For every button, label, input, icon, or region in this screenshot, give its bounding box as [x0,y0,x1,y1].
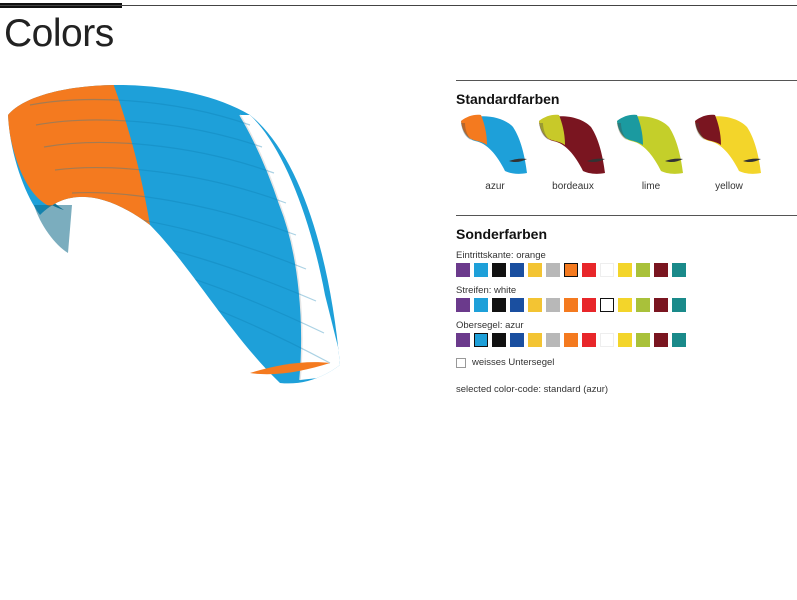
standard-color-label: bordeaux [552,181,594,192]
glider-thumbnail-yellow [695,114,761,174]
standard-color-option-bordeaux[interactable]: bordeaux [534,113,612,192]
page-title: Colors [4,12,114,55]
color-swatch[interactable] [618,298,632,312]
special-row-label: Streifen: white [456,285,517,296]
color-swatch-row [456,263,797,277]
color-swatch[interactable] [474,333,488,347]
color-swatch[interactable] [456,263,470,277]
paraglider-preview [8,84,340,384]
white-underside-option[interactable]: weisses Untersegel [456,357,797,368]
white-underside-checkbox[interactable] [456,357,466,368]
color-swatch[interactable] [564,298,578,312]
color-swatch[interactable] [456,333,470,347]
wing-brake-accent [250,362,330,375]
standard-colors-heading: Standardfarben [456,91,560,107]
color-swatch[interactable] [546,263,560,277]
color-swatch[interactable] [546,298,560,312]
color-swatch[interactable] [510,298,524,312]
color-swatch-row [456,333,797,347]
color-swatch[interactable] [636,298,650,312]
color-swatch[interactable] [474,298,488,312]
special-colors-heading: Sonderfarben [456,226,548,242]
color-swatch[interactable] [672,333,686,347]
glider-thumbnail-bordeaux [539,114,605,174]
color-swatch[interactable] [492,333,506,347]
standard-color-label: yellow [715,181,743,192]
color-swatch[interactable] [564,333,578,347]
wing-stripe [240,115,340,380]
color-swatch[interactable] [492,298,506,312]
color-swatch[interactable] [492,263,506,277]
color-swatch[interactable] [618,333,632,347]
standard-color-option-yellow[interactable]: yellow [690,113,768,192]
color-swatch[interactable] [672,298,686,312]
color-swatch[interactable] [456,298,470,312]
color-swatch[interactable] [636,333,650,347]
color-swatch[interactable] [510,263,524,277]
color-swatch[interactable] [672,263,686,277]
panel-rule [456,215,797,216]
color-swatch[interactable] [582,298,596,312]
color-swatch[interactable] [600,263,614,277]
color-swatch-row [456,298,797,312]
color-swatch[interactable] [636,263,650,277]
glider-thumbnail-azur [461,114,527,174]
color-swatch[interactable] [528,333,542,347]
selected-color-code: selected color-code: standard (azur) [456,384,609,395]
color-swatch[interactable] [528,298,542,312]
special-row-label: Eintrittskante: orange [456,250,546,261]
standard-color-thumbnails: azur bordeaux lime yellow [456,113,797,193]
color-swatch[interactable] [654,333,668,347]
standard-color-option-azur[interactable]: azur [456,113,534,192]
standard-color-option-lime[interactable]: lime [612,113,690,192]
glider-thumbnail-lime [617,114,683,174]
color-swatch[interactable] [582,263,596,277]
color-swatch[interactable] [528,263,542,277]
standard-color-label: azur [485,181,505,192]
top-rule [0,5,797,6]
white-underside-label: weisses Untersegel [472,357,555,368]
color-swatch[interactable] [600,333,614,347]
color-swatch[interactable] [474,263,488,277]
color-swatch[interactable] [564,263,578,277]
color-swatch[interactable] [600,298,614,312]
color-swatch[interactable] [618,263,632,277]
color-swatch[interactable] [510,333,524,347]
color-swatch[interactable] [654,298,668,312]
panel-rule [456,80,797,81]
color-configurator-panel: Standardfarben azur bordeaux lime yellow So… [456,80,797,395]
color-swatch[interactable] [582,333,596,347]
color-swatch[interactable] [546,333,560,347]
special-row-label: Obersegel: azur [456,320,524,331]
color-swatch[interactable] [654,263,668,277]
standard-color-label: lime [641,181,661,192]
